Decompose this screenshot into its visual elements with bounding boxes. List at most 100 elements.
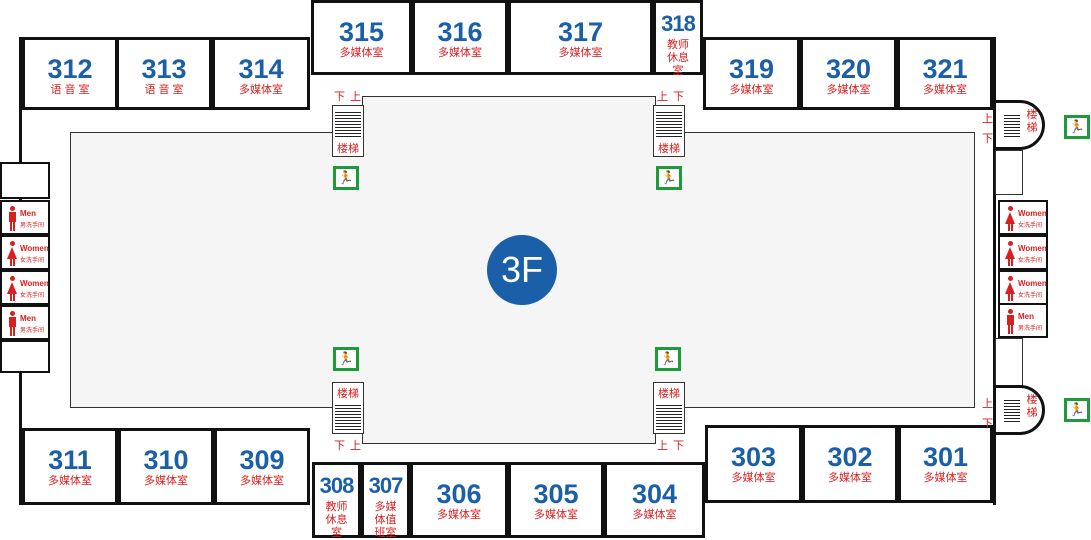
restroom-label-en: Men [20,314,36,323]
restroom-women[interactable]: Women 女洗手间 [998,200,1048,235]
icon-leg [1008,325,1010,334]
stair-up-text: 上 [350,91,361,103]
emergency-exit-icon: 🏃 [1064,115,1090,139]
icon-leg [13,294,15,301]
restroom-label-en: Men [1018,312,1034,321]
stairs-bottom-right[interactable]: 楼梯 [653,382,685,434]
male-icon [7,206,18,232]
stairs-right-lower[interactable]: 楼梯 [993,385,1045,435]
icon-body [9,212,16,222]
restroom-label-cn: 女洗手间 [1018,223,1043,229]
restroom-women[interactable]: Women 女洗手间 [0,235,50,270]
room-number: 311 [48,445,92,475]
emergency-exit-icon: 🏃 [655,347,681,371]
restroom-label-cn: 女洗手间 [1018,258,1043,264]
right-service-bottom [995,338,1023,388]
female-icon [1005,276,1016,302]
stair-down-text: 下 [673,440,684,452]
room-label: 教师休息室 [325,501,348,539]
icon-leg [1011,224,1013,231]
female-icon [7,241,18,267]
room-label: 多媒体室 [534,509,578,521]
room-number: 317 [557,17,604,47]
room-label: 语 音 室 [50,84,90,96]
restroom-label-en: Men [20,209,36,218]
icon-leg [1008,294,1010,301]
room-label: 多媒体室 [632,509,677,521]
stairs-right-upper[interactable]: 楼梯 [993,100,1045,150]
icon-body [1005,212,1015,224]
icon-leg [13,327,15,336]
room-label: 多媒体室 [339,47,384,59]
icon-body [7,247,17,259]
icon-head [10,311,15,316]
icon-head [1008,241,1013,246]
restroom-label-cn: 女洗手间 [20,258,45,264]
stair-label: 楼梯 [337,143,359,155]
icon-body [1005,282,1015,294]
icon-leg [1008,224,1010,231]
stairs-top-left[interactable]: 楼梯 [332,105,364,157]
male-icon [1005,309,1016,335]
stair-steps-icon [1004,398,1020,422]
stair-up-text: 上 [982,398,993,410]
stair-up-text: 上 [350,440,361,452]
restroom-label-en: Women [20,244,49,253]
room-label: 多媒体室 [923,84,967,96]
stairs-bottom-left[interactable]: 楼梯 [332,382,364,434]
room-number: 307 [368,473,404,498]
restroom-label-cn: 女洗手间 [1018,293,1043,299]
stair-up-text: 上 [657,440,668,452]
restroom-label-en: Women [1018,209,1047,218]
female-icon [7,276,18,302]
stair-down-text: 下 [673,91,684,103]
male-icon [7,311,18,337]
room-number: 318 [661,11,696,36]
icon-body [9,317,16,327]
female-icon [1005,206,1016,232]
icon-leg [10,222,12,231]
stair-label: 楼梯 [658,143,680,155]
room-number: 320 [825,54,872,84]
stairs-top-right[interactable]: 楼梯 [653,105,685,157]
room-label: 多媒体室 [828,472,872,484]
stair-up-text: 上 [657,91,668,103]
icon-body [7,282,17,294]
icon-leg [13,222,15,231]
room-number: 304 [631,479,678,509]
emergency-exit-icon: 🏃 [333,166,359,190]
icon-head [1008,206,1013,211]
icon-head [10,241,15,246]
room-label: 多媒体室 [731,472,776,484]
icon-head [10,206,15,211]
stair-steps-icon [656,403,682,431]
room-number: 301 [922,442,969,472]
